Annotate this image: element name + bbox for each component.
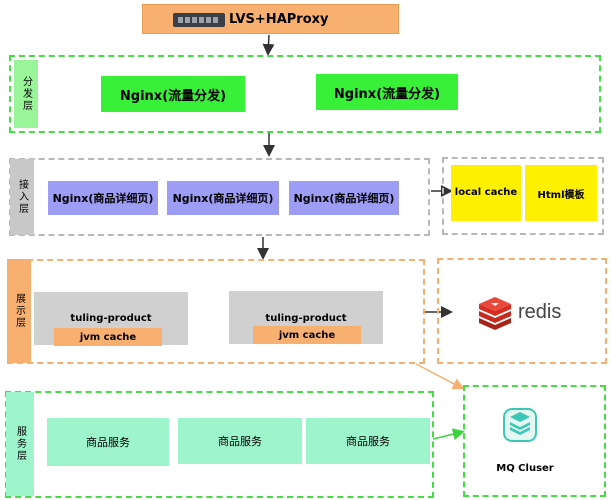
distribution-layer-label: 分发层	[20, 76, 32, 112]
jvm-cache-box: jvm cache	[54, 328, 162, 346]
arrow-service-to-mq	[432, 428, 465, 440]
local-cache-box: local cache	[451, 165, 521, 221]
distribution-layer-label-box: 分发层	[14, 60, 38, 128]
nginx-access-node: Nginx(商品详细页)	[48, 181, 158, 215]
display-layer-label-box: 展示层	[7, 259, 31, 363]
product-service-node: 商品服务	[306, 418, 430, 464]
redis-icon	[479, 297, 511, 330]
redis-label: redis	[518, 301, 562, 323]
service-layer-label-box: 服务层	[6, 392, 34, 496]
arrow-display-to-mq	[415, 363, 465, 390]
product-service-node: 商品服务	[178, 418, 302, 464]
nginx-access-node: Nginx(商品详细页)	[167, 181, 279, 215]
lvs-label: LVS+HAProxy	[229, 12, 329, 27]
nginx-access-node: Nginx(商品详细页)	[289, 181, 399, 215]
service-layer-label: 服务层	[14, 426, 26, 462]
nginx-distribution-node: Nginx(流量分发)	[101, 76, 245, 112]
access-layer-label-box: 接入层	[10, 159, 34, 235]
mq-cluster-frame	[463, 385, 606, 497]
jvm-cache-box: jvm cache	[253, 326, 361, 344]
product-service-node: 商品服务	[47, 418, 169, 466]
display-layer-label: 展示层	[13, 293, 25, 329]
arrow-lvs-to-distribution	[262, 34, 275, 56]
mq-cluster-label: MQ Cluser	[496, 462, 554, 474]
network-switch-icon	[173, 13, 225, 27]
redis-frame	[437, 258, 607, 364]
redis-logo: redis	[477, 296, 587, 332]
access-layer-label: 接入层	[16, 179, 28, 215]
mq-cluster-icon	[500, 405, 540, 445]
html-template-box: Html模板	[525, 165, 597, 221]
nginx-distribution-node: Nginx(流量分发)	[316, 74, 458, 110]
product-service-name: tuling-product	[265, 312, 347, 324]
product-service-card: tuling-product jvm cache	[229, 291, 383, 344]
lvs-haproxy-box: LVS+HAProxy	[142, 4, 399, 34]
product-service-card: tuling-product jvm cache	[34, 292, 188, 346]
access-cache-frame	[442, 157, 604, 235]
distribution-layer-frame	[9, 55, 601, 133]
product-service-name: tuling-product	[70, 312, 152, 324]
